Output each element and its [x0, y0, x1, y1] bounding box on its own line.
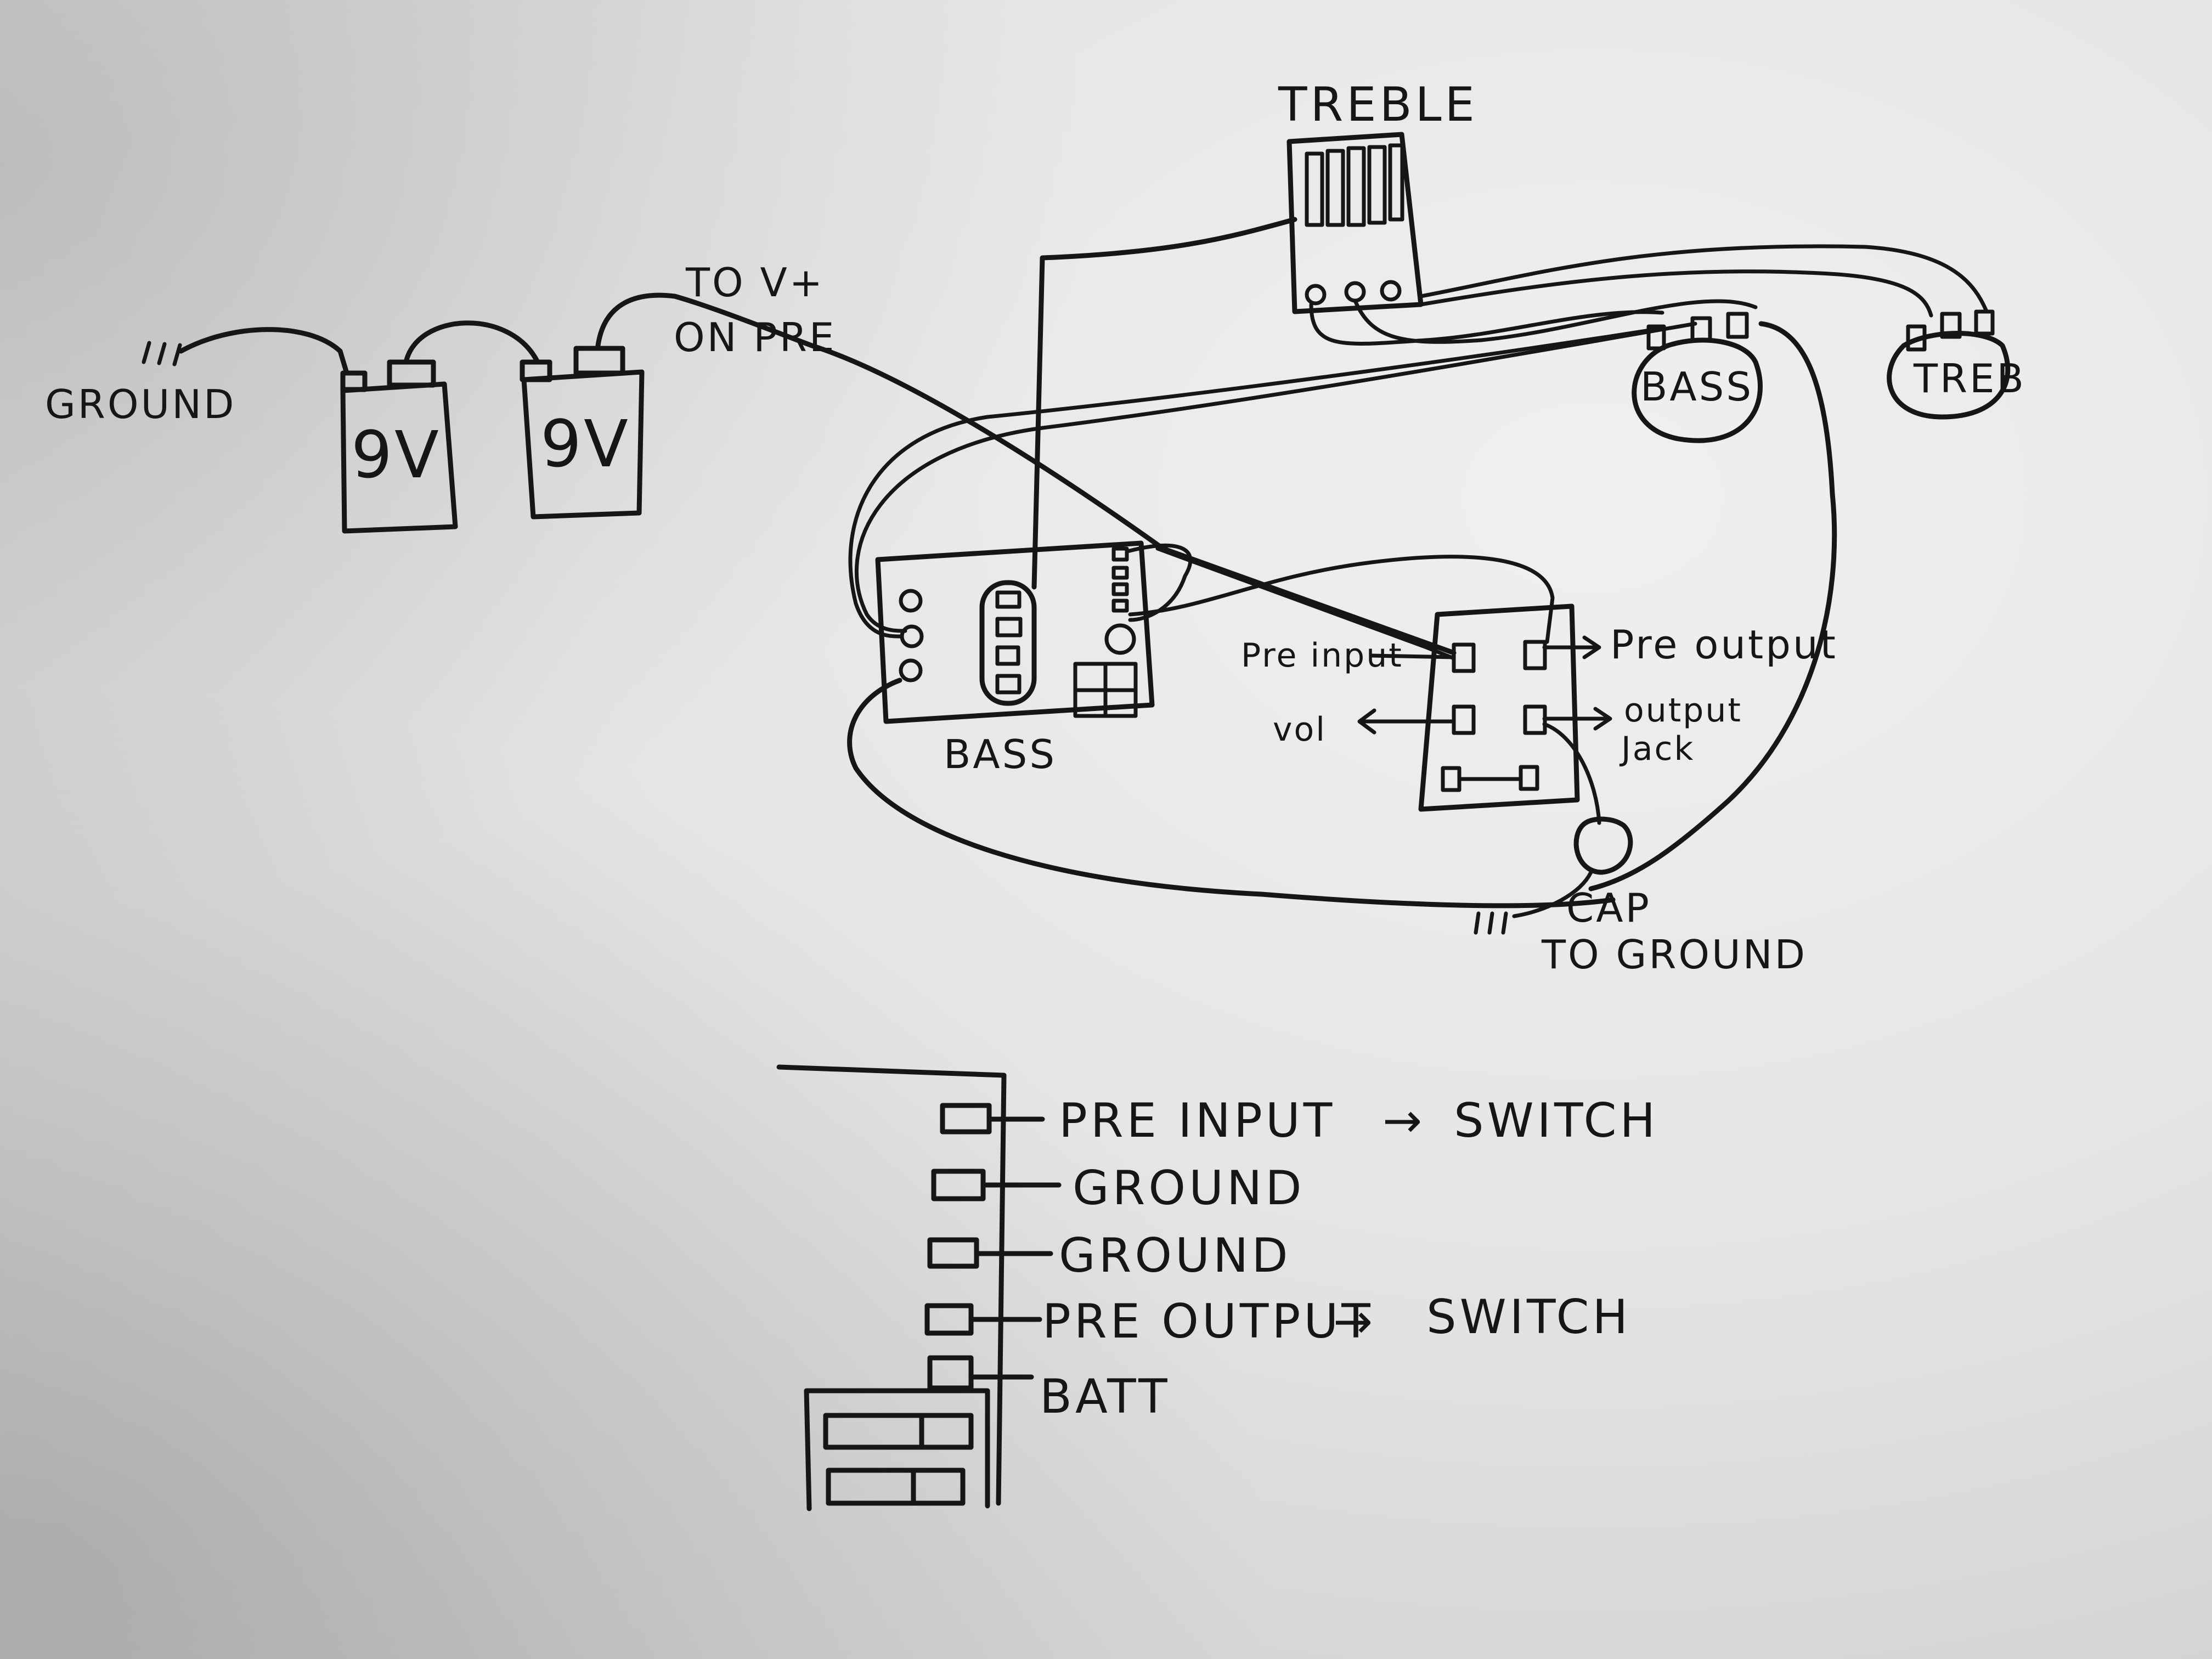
- battery-1-label: 9V: [351, 417, 441, 493]
- bass-pot: [1632, 312, 1763, 443]
- pinout-label-5: BATT: [1040, 1369, 1171, 1424]
- pre-output-label: Pre output: [1610, 622, 1838, 668]
- pinout-target-1: SWITCH: [1454, 1093, 1658, 1148]
- battery-2-label: 9V: [540, 406, 630, 482]
- pinout-pin-4: [924, 1303, 1042, 1336]
- wire-treble-to-treb-2: [1419, 269, 1933, 318]
- pinout-board: [776, 1064, 1007, 1511]
- wire-cap-to-ground: [1512, 870, 1593, 918]
- treb-pot-label: TREB: [1913, 356, 2026, 402]
- ground-symbol-top: [142, 341, 182, 366]
- treble-board: [1286, 132, 1424, 314]
- pinout-pin-5: [927, 1355, 1034, 1391]
- bass-board-label: BASS: [944, 731, 1057, 777]
- pinout-arrow-1: →: [1383, 1093, 1425, 1148]
- arrow-vol: [1357, 708, 1456, 735]
- cap-to-ground-label: TO GROUND: [1541, 932, 1807, 978]
- ground-symbol-cap: [1474, 911, 1508, 935]
- to-v-plus-label: TO V+: [685, 259, 825, 306]
- arrow-output-jack: [1542, 707, 1612, 731]
- treb-pot: [1887, 309, 2011, 420]
- ground-label-top: GROUND: [45, 381, 236, 427]
- pinout-pin-1: [940, 1103, 1045, 1135]
- on-pre-label: ON PRE: [674, 314, 836, 360]
- wire-bass-to-switch-pre: [1155, 546, 1456, 661]
- cap-label: CAP: [1566, 885, 1651, 931]
- battery-2: [520, 346, 645, 520]
- pinout-pin-2: [931, 1169, 1062, 1201]
- wire-treble-bottom-1: [1309, 302, 1664, 346]
- wire-right-loop: [1588, 321, 1837, 891]
- arrow-pre-output: [1542, 635, 1601, 659]
- arrow-pre-input: [1369, 653, 1456, 659]
- vol-label: vol: [1273, 710, 1327, 749]
- wire-pots-loop-to-bass: [848, 327, 1659, 639]
- pinout-label-2: GROUND: [1073, 1161, 1305, 1216]
- output-jack-label-1: output: [1624, 691, 1742, 730]
- pinout-arrow-4: →: [1333, 1294, 1376, 1349]
- output-jack-label-2: Jack: [1619, 730, 1695, 768]
- wire-treble-top-to-treb: [1419, 244, 1988, 312]
- capacitor: [1573, 816, 1633, 875]
- pinout-pin-3: [927, 1237, 1053, 1269]
- pinout-label-3: GROUND: [1059, 1228, 1291, 1283]
- wire-treble-to-bass: [1031, 217, 1297, 590]
- wire-pots-loop-to-bass-2: [854, 321, 1697, 633]
- wire-battery-link: [403, 320, 540, 365]
- bass-board: [875, 540, 1155, 724]
- switch-block: [1418, 603, 1580, 812]
- bass-pot-label: BASS: [1640, 364, 1753, 410]
- pinout-target-4: SWITCH: [1426, 1290, 1631, 1345]
- pinout-label-1: PRE INPUT: [1059, 1093, 1335, 1148]
- battery-1: [340, 359, 458, 534]
- wire-to-v-plus: [595, 292, 1457, 656]
- treble-board-label: TREBLE: [1278, 77, 1478, 132]
- wire-bass-to-switch-top: [1125, 543, 1193, 622]
- wire-ground-battery: [178, 327, 349, 376]
- wire-treble-bottom-2: [1353, 298, 1758, 344]
- wire-switch-to-cap: [1542, 722, 1601, 825]
- wire-bottom-loop: [847, 678, 1616, 909]
- pinout-label-4: PRE OUTPUT: [1042, 1294, 1374, 1349]
- wire-bass-to-pre-output: [1128, 555, 1555, 644]
